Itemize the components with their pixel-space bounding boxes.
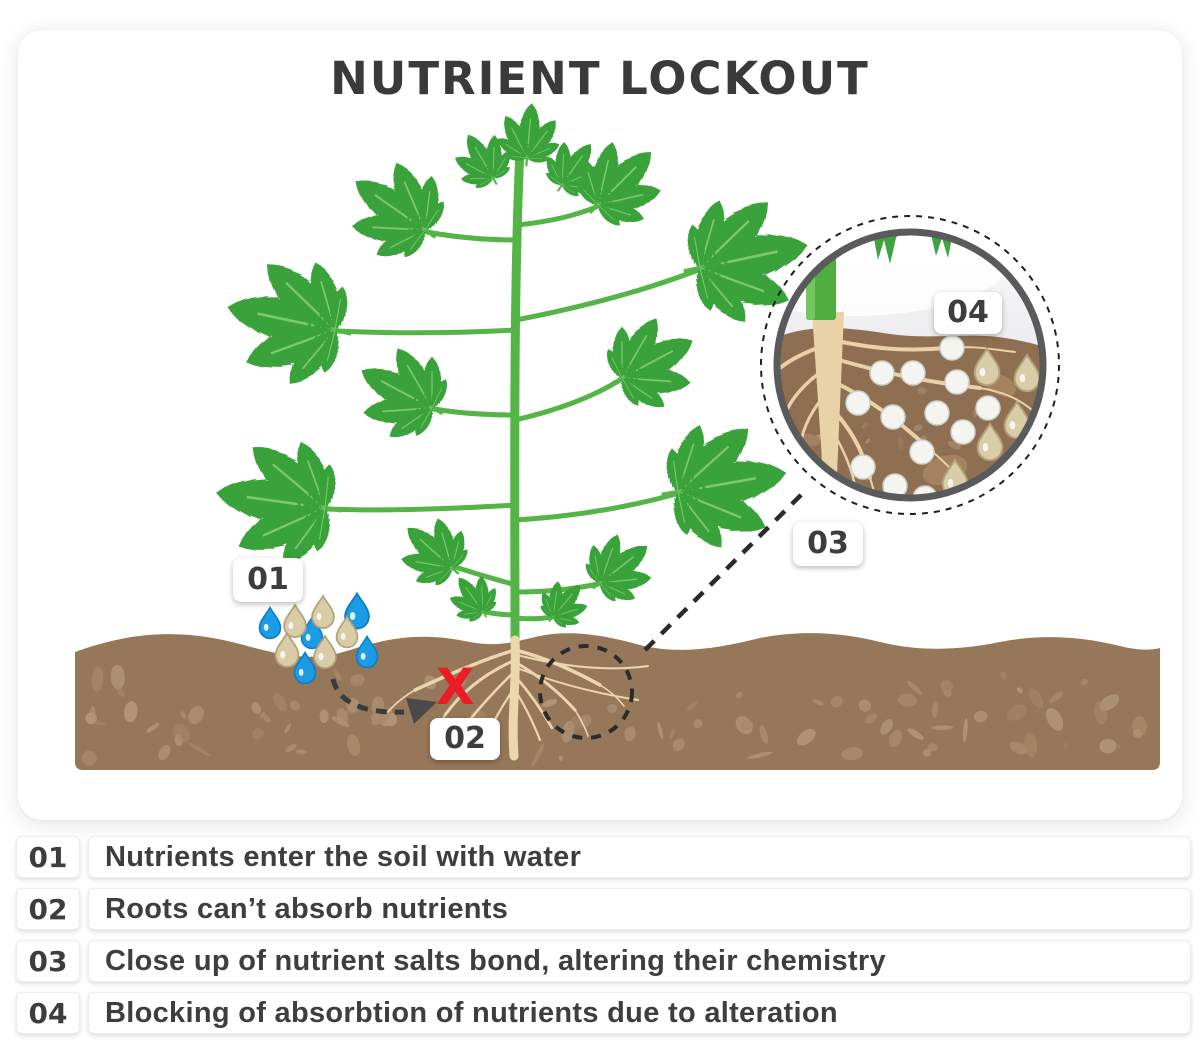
legend-number-badge: 03 xyxy=(16,940,80,982)
legend-number-badge: 04 xyxy=(16,992,80,1034)
soil-band xyxy=(75,633,1160,770)
magnified-roots xyxy=(778,312,1033,498)
nutrient-salt-icons xyxy=(845,335,1001,498)
roots-highlight-circle xyxy=(538,644,634,740)
legend-row: 03 Close up of nutrient salts bond, alte… xyxy=(0,940,1200,982)
cannabis-plant xyxy=(207,100,822,653)
legend-number-badge: 01 xyxy=(16,836,80,878)
legend-row: 01 Nutrients enter the soil with water xyxy=(0,836,1200,878)
root-system xyxy=(387,635,649,761)
legend-row: 04 Blocking of absorbtion of nutrients d… xyxy=(0,992,1200,1034)
legend-text: Roots can’t absorb nutrients xyxy=(88,888,1191,930)
magnifier-ring xyxy=(773,228,1047,502)
callout-01-label: 01 xyxy=(233,558,303,602)
legend-number-badge: 02 xyxy=(16,888,80,930)
callout-02-label: 02 xyxy=(430,718,500,760)
legend-text: Nutrients enter the soil with water xyxy=(88,836,1191,878)
magnifier-dashed-ring xyxy=(760,215,1060,515)
page-title: NUTRIENT LOCKOUT xyxy=(330,52,870,105)
blocked-x-mark: X xyxy=(436,658,475,716)
callout-04-label: 04 xyxy=(934,292,1002,334)
legend-text: Blocking of absorbtion of nutrients due … xyxy=(88,992,1191,1034)
blocked-path-arrow-icon xyxy=(330,678,437,724)
legend-text: Close up of nutrient salts bond, alterin… xyxy=(88,940,1191,982)
magnified-stem xyxy=(806,232,836,320)
callout-03-label: 03 xyxy=(793,522,863,566)
legend-row: 02 Roots can’t absorb nutrients xyxy=(0,888,1200,930)
connector-dashed-line xyxy=(643,487,809,652)
magnifier-circle xyxy=(760,215,1060,515)
